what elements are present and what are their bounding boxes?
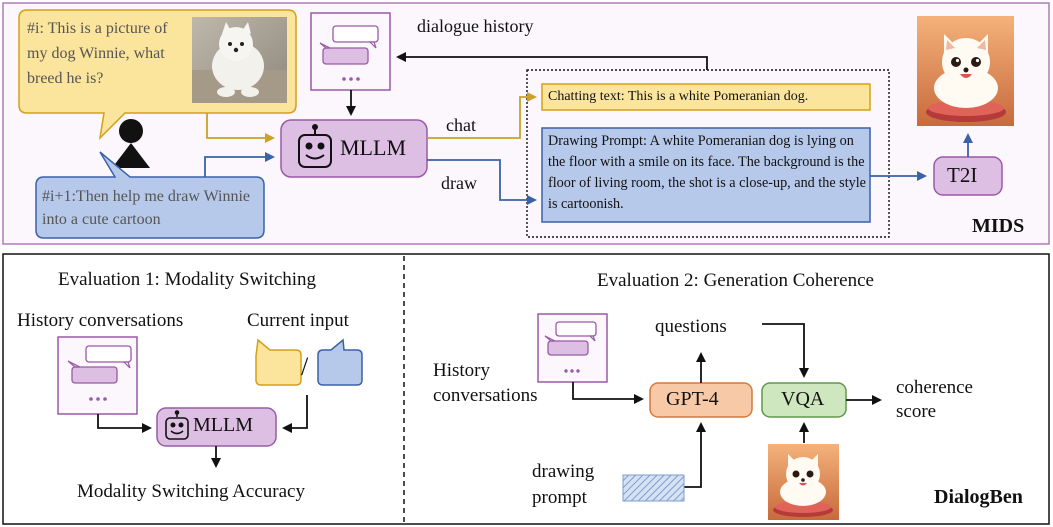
drawing-prompt-label-2: prompt	[532, 487, 587, 508]
drawing-prompt-text: Drawing Prompt: A white Pomeranian dog i…	[548, 133, 866, 212]
user-turn-1-text: #i: This is a picture of my dog Winnie, …	[27, 20, 168, 87]
gpt4-label: GPT-4	[666, 388, 719, 410]
eval2-title: Evaluation 2: Generation Coherence	[597, 270, 874, 291]
eval1-title: Evaluation 1: Modality Switching	[58, 269, 317, 290]
questions-label: questions	[655, 316, 727, 337]
eval1-robot-icon	[165, 410, 189, 440]
cartoon-dog-image	[917, 16, 1014, 126]
eval1-mllm-label: MLLM	[193, 414, 253, 436]
vqa-label: VQA	[781, 388, 825, 410]
eval1-history-label: History conversations	[17, 310, 184, 331]
eval1-current-input-label: Current input	[247, 310, 349, 331]
output-region	[526, 69, 890, 238]
eval1-result-label: Modality Switching Accuracy	[77, 481, 305, 502]
dialogben-panel	[2, 253, 1050, 525]
eval2-cartoon-dog-image	[768, 444, 839, 520]
chatting-text: Chatting text: This is a white Pomerania…	[548, 89, 809, 104]
dialogue-history-label: dialogue history	[417, 16, 534, 36]
dialogben-label: DialogBen	[934, 486, 1023, 508]
robot-icon	[298, 124, 332, 168]
t2i-label: T2I	[947, 163, 978, 187]
user-icon	[112, 119, 150, 168]
mllm-label: MLLM	[340, 135, 406, 160]
eval1-history-window	[57, 336, 138, 415]
drawing-prompt-box	[541, 127, 871, 223]
eval2-history-label-2: conversations	[433, 385, 538, 406]
draw-label: draw	[441, 173, 477, 193]
current-input-yellow-bubble	[255, 338, 302, 386]
eval1-slash: /	[301, 352, 309, 381]
history-window-icon	[310, 12, 391, 91]
coherence-label-2: score	[896, 401, 937, 422]
chatting-text-box	[541, 83, 871, 111]
chat-label: chat	[446, 115, 476, 135]
mids-label: MIDS	[972, 215, 1025, 237]
coherence-label-1: coherence	[896, 377, 973, 398]
drawing-prompt-hatched-box	[622, 474, 685, 502]
eval2-history-label-1: History	[433, 360, 490, 381]
eval2-history-window	[537, 313, 608, 383]
user-turn-2-text: #i+1:Then help me draw Winnie into a cut…	[42, 188, 251, 228]
user-bubble-2	[35, 151, 265, 239]
drawing-prompt-label-1: drawing	[532, 461, 595, 482]
dog-photo	[192, 17, 287, 103]
current-input-blue-bubble	[317, 338, 363, 386]
